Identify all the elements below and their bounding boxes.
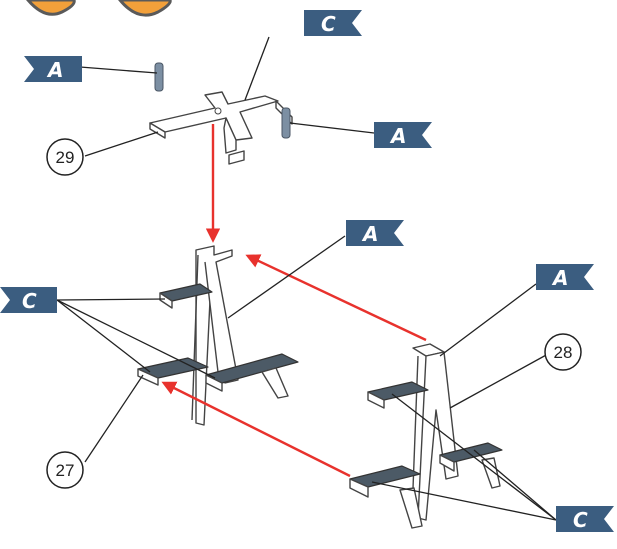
orange-badge-icon	[26, 0, 76, 16]
arrow-right-stand-top	[245, 254, 427, 342]
part-29-cross-piece	[149, 62, 293, 165]
part-number-29: 29	[46, 138, 84, 176]
flag-c-top: C	[304, 10, 362, 36]
flag-c-top-label: C	[321, 12, 336, 36]
part-27-left-stand	[137, 245, 299, 426]
flag-c-left-label: C	[22, 289, 37, 313]
flag-a-right-label: A	[389, 124, 406, 148]
flag-a-left-label: A	[46, 58, 63, 82]
flag-a-left: A	[24, 56, 82, 82]
flag-a-middle-label: A	[361, 222, 378, 246]
part-number-27-label: 27	[56, 461, 75, 480]
part-number-29-label: 29	[56, 148, 75, 167]
leader-lines	[56, 36, 557, 521]
flag-a-middle: A	[346, 220, 404, 246]
red-arrows	[161, 124, 427, 478]
arrow-right-stand-pad	[161, 381, 351, 478]
flag-c-bottom-right-label: C	[573, 508, 588, 532]
flag-c-left: C	[0, 287, 57, 313]
flag-a-right: A	[374, 122, 432, 148]
part-number-27: 27	[46, 451, 84, 489]
flag-a-far-right: A	[536, 264, 594, 290]
orange-badge-icon	[118, 0, 172, 17]
part-28-right-stand	[349, 343, 503, 529]
part-number-28: 28	[544, 333, 582, 371]
flag-c-bottom-right: C	[556, 506, 614, 532]
flag-a-far-right-label: A	[551, 266, 568, 290]
part-number-28-label: 28	[554, 343, 573, 362]
